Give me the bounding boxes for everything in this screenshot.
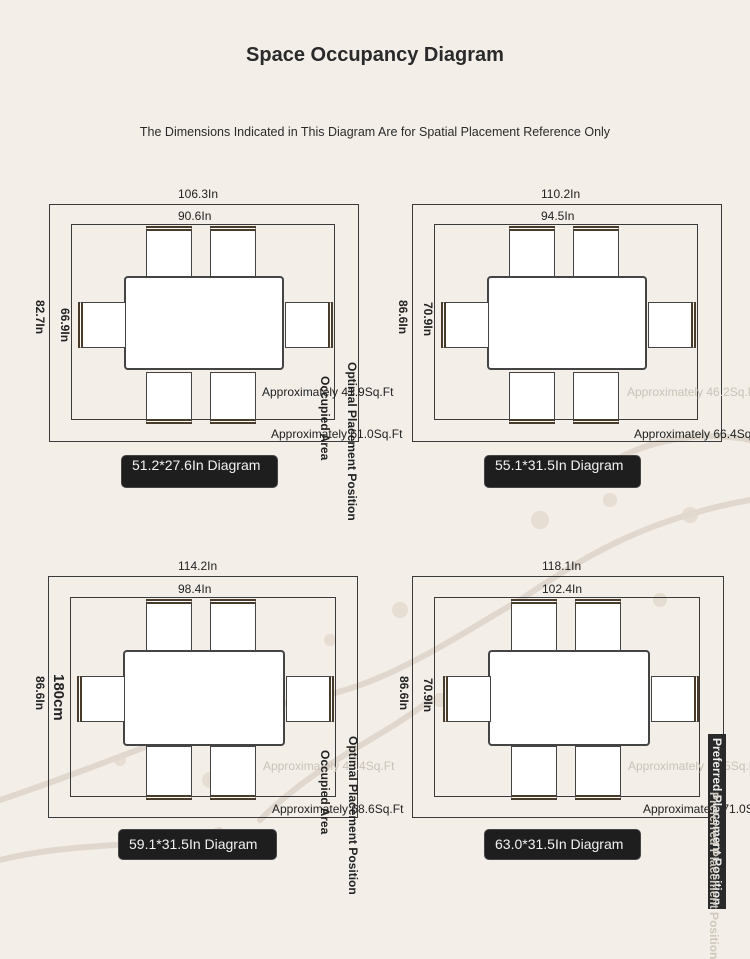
outer-height-label: 86.6In [396,300,410,335]
chair-left [78,302,126,348]
cm-mark: 180cm [50,674,67,721]
outer-area-rect [49,204,359,442]
inner-width-label: 102.4In [542,582,583,596]
inner-width-label: 90.6In [178,209,212,223]
size-badge: 63.0*31.5In Diagram [485,830,640,859]
chair-top-left [509,226,555,278]
dining-table [488,650,650,746]
inner-area-text: Approximately 50.5Sq.Ft [628,759,750,773]
chair-bottom-left [146,746,192,800]
outer-area-text: Approximately 61.0Sq.Ft [271,427,403,441]
outer-area-rect [412,204,722,442]
chair-right [285,302,333,348]
chair-top-left [146,226,192,278]
optimal-placement-label: Optimal Placement Position [345,362,359,521]
chair-right [648,302,696,348]
inner-area-text: Approximately 48.4Sq.Ft [263,759,395,773]
outer-area-text: Approximately 71.0Sq.Ft [643,802,750,816]
inner-width-label: 94.5In [541,209,575,223]
outer-area-text: Approximately 68.6Sq.Ft [272,802,404,816]
preferred-placement-faded-label: Preferred Placement Position [707,792,721,959]
outer-width-label: 110.2In [541,187,581,201]
outer-area-text: Approximately 66.4Sq.Ft [634,427,750,441]
outer-area-rect [48,576,358,818]
size-badge: 51.2*27.6In Diagram [122,456,277,487]
outer-width-label: 114.2In [178,559,218,573]
inner-width-label: 98.4In [178,582,212,596]
outer-height-label: 86.6In [397,676,411,711]
outer-height-label: 86.6In [33,676,47,711]
dining-table [123,650,285,746]
optimal-placement-label: Optimal Placement Position [346,736,360,895]
chair-left [443,676,491,722]
inner-area-rect [70,597,336,797]
diagram-panel-2: 110.2In 94.5In 86.6In 70.9In Approximate… [393,180,750,540]
size-badge: 59.1*31.5In Diagram [119,830,276,859]
chair-top-right [210,599,256,653]
diagram-panel-4: 118.1In 102.4In 86.6In 70.9In Approximat… [393,552,750,959]
outer-height-label: 82.7In [33,300,47,335]
outer-width-label: 106.3In [178,187,219,201]
occupied-area-label: Occupied Area [318,750,332,835]
chair-right [286,676,334,722]
occupied-area-label: Occupied Area [318,376,332,461]
chair-bottom-right [575,746,621,800]
inner-area-rect [434,597,700,797]
dining-table [487,276,647,370]
inner-area-text: Approximately 41.9Sq.Ft [262,385,394,399]
chair-bottom-left [511,746,557,800]
chair-left [441,302,489,348]
inner-area-rect [434,224,698,420]
outer-area-rect [412,576,724,818]
chair-bottom-left [509,372,555,424]
diagram-panel-3: 114.2In 98.4In 86.6In 180cm Approximatel… [29,552,403,912]
inner-area-rect [71,224,335,420]
chair-top-right [210,226,256,278]
page-subtitle: The Dimensions Indicated in This Diagram… [139,125,611,139]
chair-left [77,676,125,722]
chair-top-right [573,226,619,278]
outer-width-label: 118.1In [542,559,582,573]
chair-top-left [511,599,557,653]
chair-bottom-right [573,372,619,424]
page-title: Space Occupancy Diagram [246,44,504,66]
size-badge: 55.1*31.5In Diagram [485,456,640,487]
chair-bottom-right [210,372,256,424]
chair-right [651,676,699,722]
chair-top-right [575,599,621,653]
inner-height-label: 70.9In [421,302,435,337]
chair-top-left [146,599,192,653]
dining-table [124,276,284,370]
inner-height-label: 70.9In [421,678,435,713]
inner-area-text: Approximately 46.2Sq.Ft [627,385,750,399]
diagram-panel-1: 106.3In 90.6In 82.7In 66.9In Approximate… [30,180,402,540]
chair-bottom-left [146,372,192,424]
inner-height-label: 66.9In [58,308,72,343]
chair-bottom-right [210,746,256,800]
